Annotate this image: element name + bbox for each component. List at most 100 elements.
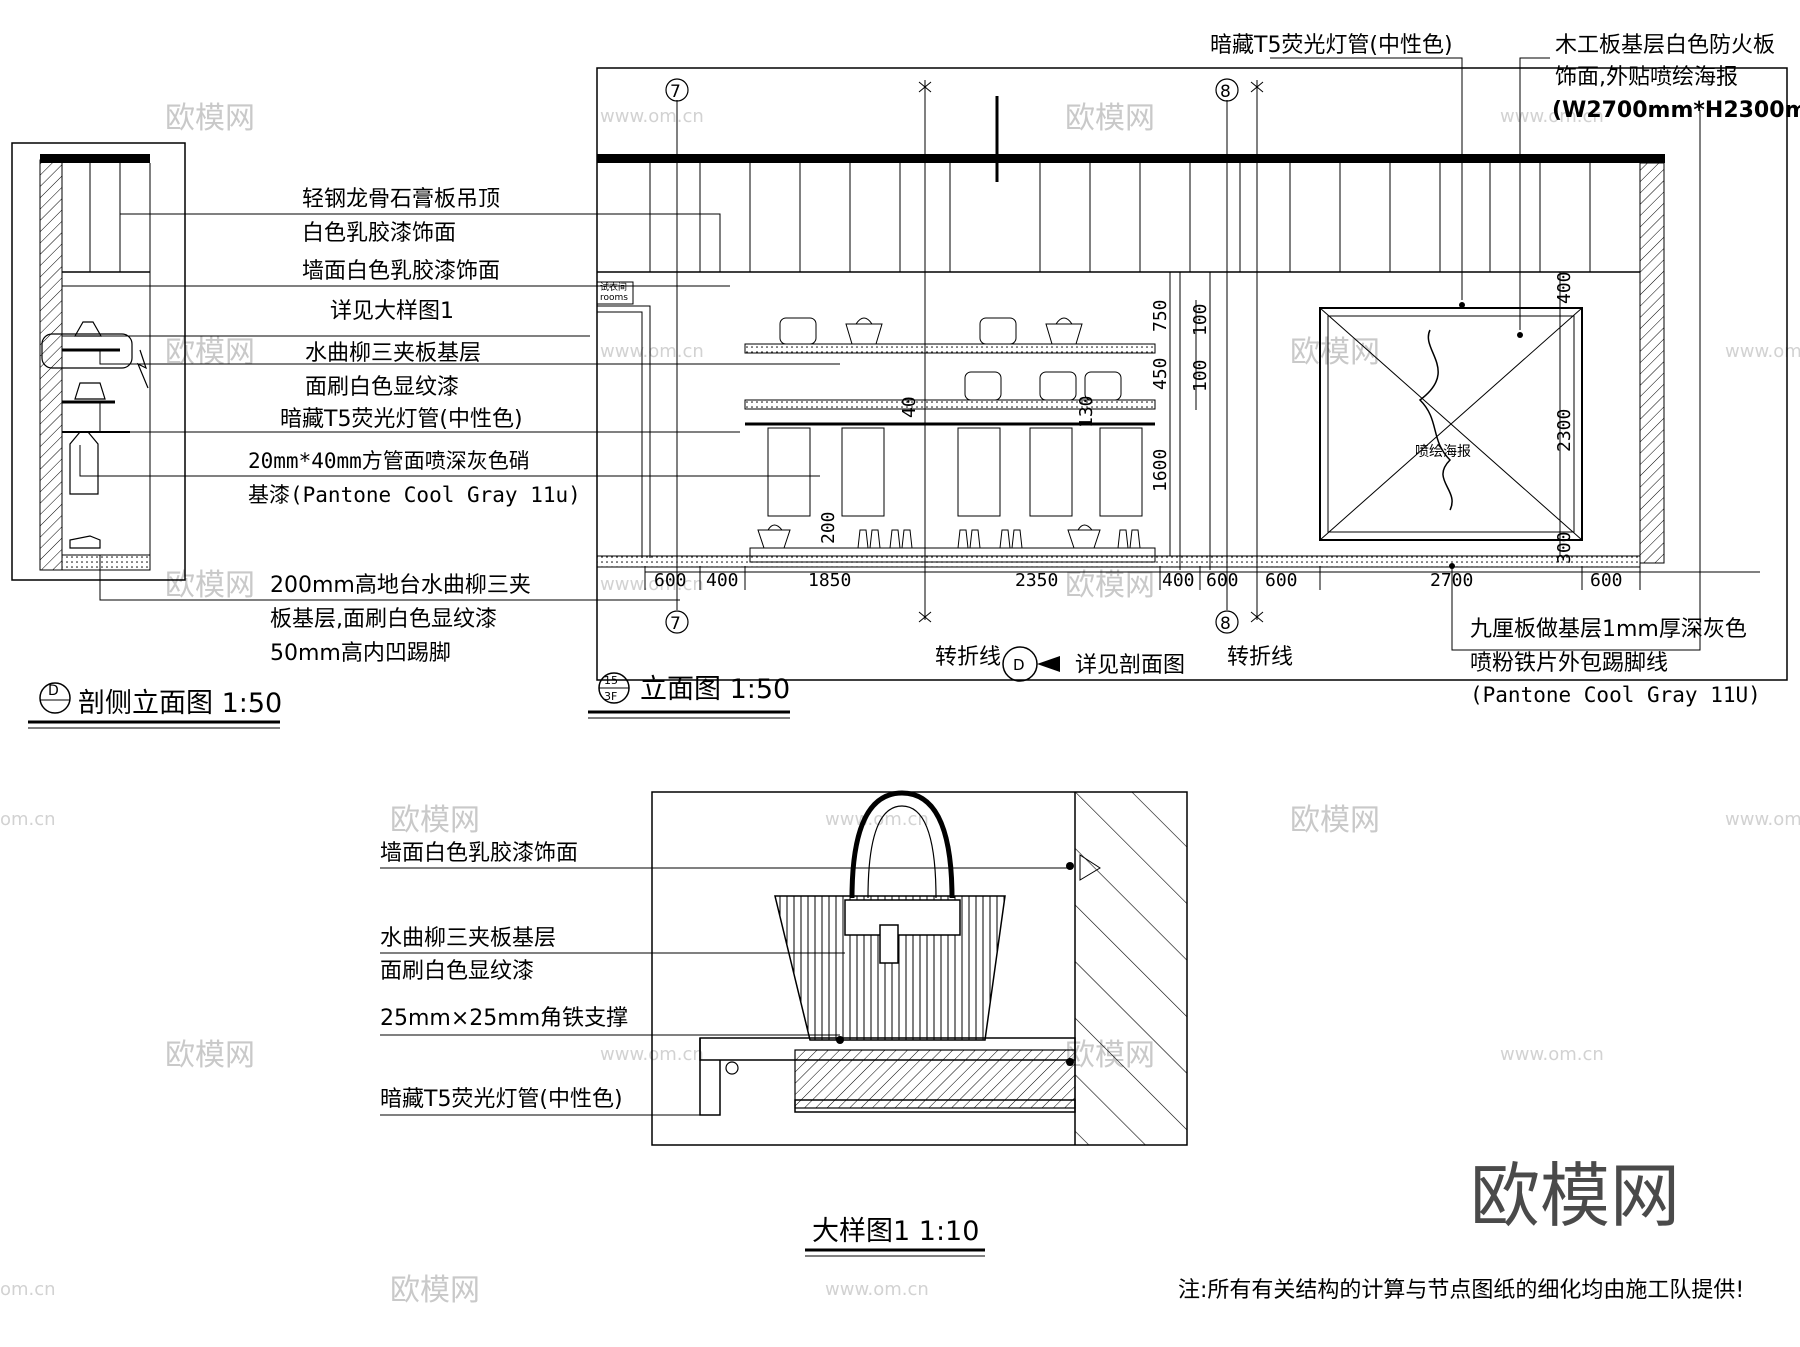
watermark-url-fragment: om.cn [0,809,56,830]
watermark-text: 欧模网 [1065,568,1155,603]
shelf-upper [744,343,1156,354]
poster-text: 喷绘海报 [1415,444,1471,460]
watermark-url: www.om.cn [825,1279,929,1300]
fitting-room-en: rooms [600,293,628,303]
section-title: 剖侧立面图 1:50 [78,688,282,719]
svg-text:100: 100 [1190,303,1211,336]
watermark-text: 欧模网 [165,568,255,603]
watermark-text: 欧模网 [165,101,255,136]
elevation-bottom-labels: 转折线 转折线 D 详见剖面图 九厘板做基层1mm厚深灰色 喷粉铁片外包踢脚线 … [935,617,1761,707]
brand-logo: 欧模网 [1470,1155,1680,1237]
dim-400b: 400 [1162,570,1195,591]
detail-label-wall-paint: 墙面白色乳胶漆饰面 [380,841,578,866]
bottom-dimensions: 600 400 1850 2350 400 600 600 2700 600 [644,566,1760,591]
watermark-text: 欧模网 [165,335,255,370]
svg-text:1600: 1600 [1150,449,1171,492]
svg-text:100: 100 [1190,359,1211,392]
axis-label-top: 8 [1220,82,1231,102]
detail-label-grain-paint: 面刷白色显纹漆 [380,959,534,984]
folded-clothes [779,317,1122,401]
watermark-text: 欧模网 [1290,335,1380,370]
label-ceiling: 轻钢龙骨石膏板吊顶 [302,187,500,212]
section-title-block: D 剖侧立面图 1:50 [28,682,282,729]
shelf-lower [744,399,1156,410]
elevation-view: 7 7 8 8 试衣间 rooms [588,33,1800,719]
detail-angle-iron [699,1038,721,1116]
detail-label-angle-iron: 25mm×25mm角铁支撑 [380,1006,628,1031]
jacket-icon [69,431,99,495]
label-wall-paint: 墙面白色乳胶漆饰面 [302,259,500,284]
label-latex-paint: 白色乳胶漆饰面 [302,221,456,246]
watermark-url: www.om.cn [1500,106,1604,127]
detail-bag-icon [774,790,1006,1041]
label-platform-base: 板基层,面刷白色显纹漆 [270,607,497,632]
svg-text:750: 750 [1150,299,1171,332]
label-poster-finish: 饰面,外贴喷绘海报 [1555,65,1738,90]
dim-400: 400 [706,570,739,591]
break-label-left: 转折线 [935,645,1001,670]
elevation-frame [596,67,1788,681]
axis-8: 8 8 [1215,78,1239,634]
label-kickboard: 九厘板做基层1mm厚深灰色 [1470,617,1747,642]
watermark-url: www.om.cn [1725,809,1800,830]
section-detail-callout [41,333,133,369]
label-fireproof: 木工板基层白色防火板 [1555,33,1775,58]
label-pantone: 基漆(Pantone Cool Gray 11u) [248,483,581,507]
axis-label-bottom: 8 [1220,614,1231,634]
watermark-text: 欧模网 [1065,101,1155,136]
label-kickboard-pantone: (Pantone Cool Gray 11U) [1470,683,1761,707]
elevation-wall-hatch [1639,162,1665,564]
dim-2350: 2350 [1015,570,1058,591]
watermark-url: www.om.cn [1725,341,1800,362]
poster: 喷绘海报 [1319,307,1583,541]
section-ref-label: 详见剖面图 [1075,653,1185,678]
label-t5-light: 暗藏T5荧光灯管(中性色) [280,407,523,432]
elevation-title-block: 15 3F 立面图 1:50 [588,672,790,719]
ceiling-hangers [649,163,1591,272]
svg-text:40: 40 [899,396,920,418]
dim-600: 600 [654,570,687,591]
svg-text:2300: 2300 [1554,409,1575,452]
hanging-trousers [767,427,1143,517]
section-symbol-letter: D [48,683,59,699]
break-label-right: 转折线 [1227,645,1293,670]
label-plywood: 水曲柳三夹板基层 [305,341,481,366]
label-skirting: 50mm高内凹踢脚 [270,641,451,666]
watermark-text: 欧模网 [1290,803,1380,838]
vertical-dimensions [1169,272,1561,556]
svg-text:200: 200 [818,511,839,544]
detail-title: 大样图1 1:10 [812,1216,979,1247]
detail-wall-hatch [1074,791,1188,1146]
label-detail-ref: 详见大样图1 [330,299,454,324]
svg-text:130: 130 [1076,395,1097,428]
section-symbol [39,682,71,714]
watermark-url: www.om.cn [600,574,704,595]
section-platform [61,554,151,571]
watermark-url: www.om.cn [600,341,704,362]
watermark-url: www.om.cn [1500,1044,1604,1065]
t5-light-icon [725,1061,739,1075]
axis-label-top: 7 [670,82,681,102]
detail-label-t5: 暗藏T5荧光灯管(中性色) [380,1087,623,1112]
shoes-icon [69,535,101,549]
shoes [857,529,1141,549]
watermark-text: 欧模网 [165,1038,255,1073]
watermark-url: www.om.cn [600,106,704,127]
dim-600b: 600 [1206,570,1239,591]
detail-plywood [794,1049,1076,1109]
section-ref-letter: D [1013,656,1025,674]
section-labels: 轻钢龙骨石膏板吊顶 白色乳胶漆饰面 墙面白色乳胶漆饰面 详见大样图1 水曲柳三夹… [248,187,581,666]
elevation-ceiling-slab [597,154,1665,163]
elevation-ref-bottom: 3F [604,690,617,703]
elevation-skirting [596,555,1641,568]
elevation-title: 立面图 1:50 [640,674,790,705]
watermark-text: 欧模网 [390,1273,480,1308]
svg-text:400: 400 [1554,271,1575,304]
fitting-room-door: 试衣间 rooms [596,281,651,558]
svg-text:300: 300 [1554,531,1575,564]
watermark-url-fragment: om.cn [0,1279,56,1300]
label-t5-top: 暗藏T5荧光灯管(中性色) [1210,33,1453,58]
label-platform: 200mm高地台水曲柳三夹 [270,573,531,598]
axis-7: 7 7 [665,78,689,634]
